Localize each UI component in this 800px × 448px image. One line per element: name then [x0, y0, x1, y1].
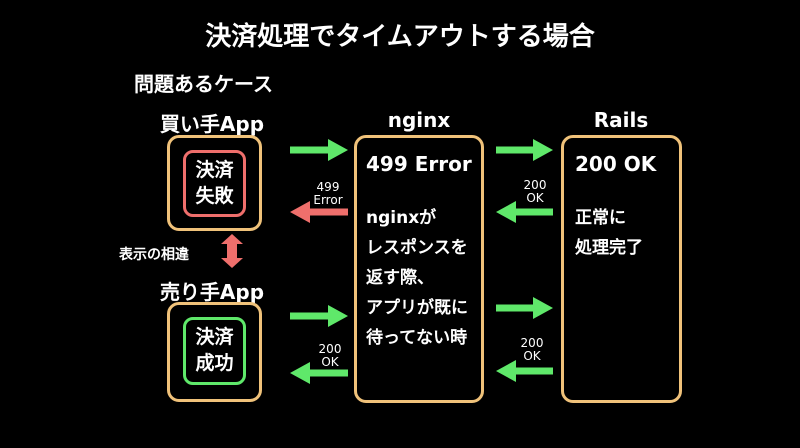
rails-note: 正常に 処理完了: [575, 208, 643, 258]
arrow-nginx-to-rails-bottom: [496, 297, 553, 319]
buyer-app-label: 買い手App: [159, 112, 265, 136]
buyer-payment-failed-box: 決済 失敗: [183, 150, 246, 217]
discrepancy-label: 表示の相違: [119, 247, 189, 263]
nginx-note: nginxが レスポンスを 返す際、 アプリが既に 待ってない時: [366, 208, 468, 348]
buyer-app-box: [167, 135, 262, 231]
nginx-box: [354, 135, 484, 403]
seller-payment-status: 決済 成功: [195, 326, 234, 374]
arrow-rails-to-nginx-bottom: [496, 360, 553, 382]
arrow-buyer-to-nginx: [290, 139, 348, 161]
buyer-response-label: 499 Error: [313, 180, 343, 207]
nginx-status: 499 Error: [366, 152, 472, 176]
seller-app-label: 売り手App: [159, 280, 265, 304]
rails-response-bottom-label: 200 OK: [520, 336, 544, 363]
arrow-nginx-to-buyer-error: [290, 201, 348, 223]
seller-payment-success-box: 決済 成功: [183, 317, 246, 385]
arrow-nginx-to-rails-top: [496, 139, 553, 161]
rails-status: 200 OK: [575, 152, 657, 176]
seller-app-box: [167, 302, 262, 402]
rails-label: Rails: [593, 108, 649, 132]
rails-box: [561, 135, 682, 403]
arrow-seller-to-nginx: [290, 305, 348, 327]
case-subtitle: 問題あるケース: [134, 72, 273, 96]
rails-response-top-label: 200 OK: [523, 178, 547, 205]
seller-response-label: 200 OK: [318, 342, 342, 369]
discrepancy-double-arrow: [221, 234, 243, 268]
arrow-rails-to-nginx-top: [496, 201, 553, 223]
nginx-label: nginx: [387, 108, 451, 132]
arrow-nginx-to-seller: [290, 362, 348, 384]
slide-title: 決済処理でタイムアウトする場合: [205, 22, 595, 52]
buyer-payment-status: 決済 失敗: [195, 158, 234, 207]
